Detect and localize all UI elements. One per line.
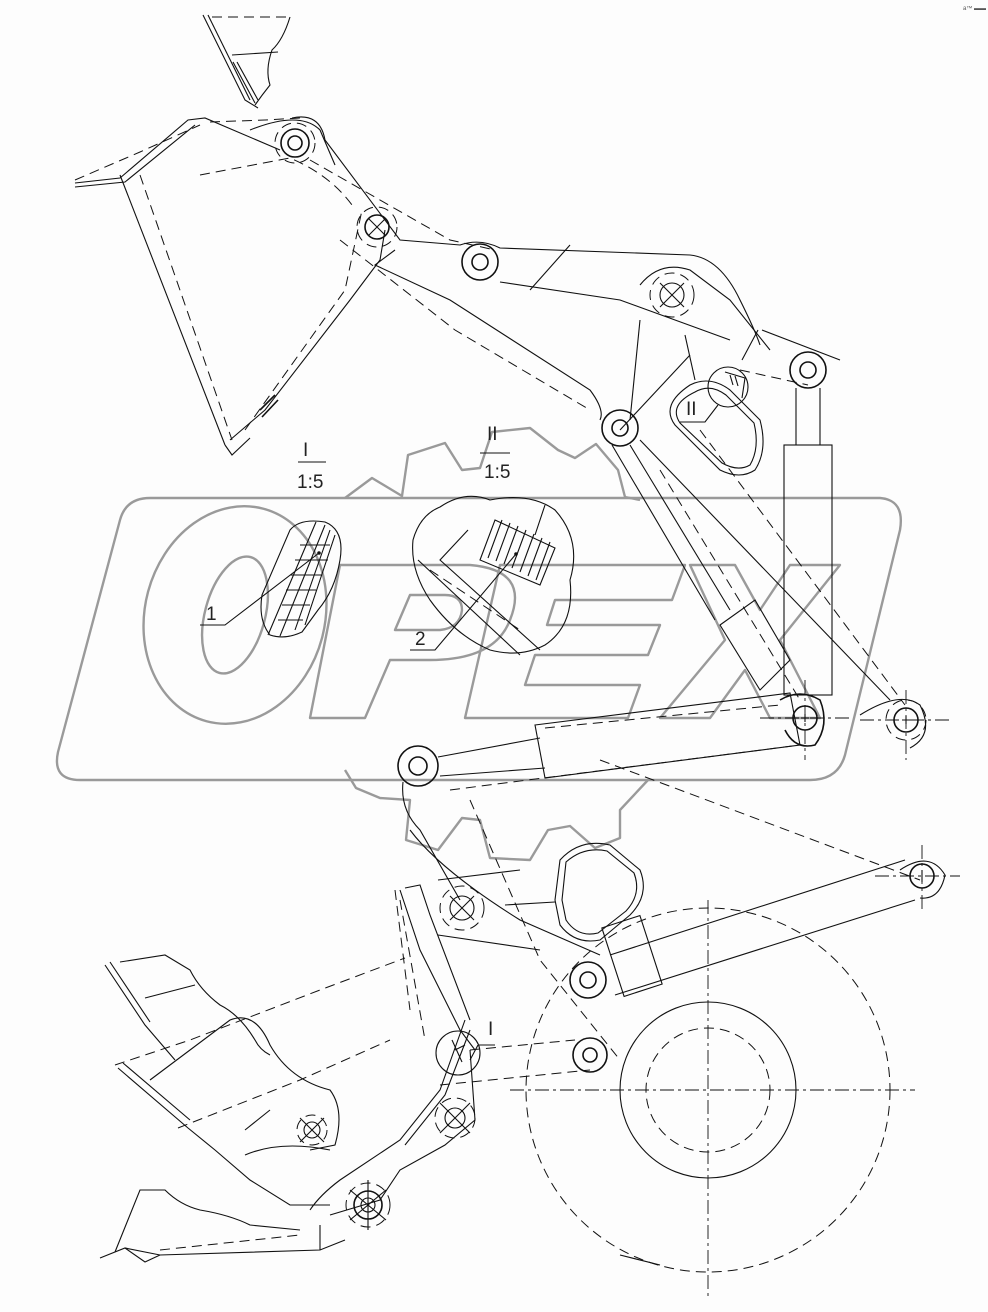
bucket-upper xyxy=(74,14,386,456)
boom-arm xyxy=(274,116,761,421)
detail-i-circle xyxy=(435,1030,481,1076)
watermark-letter-p xyxy=(308,563,516,720)
detail-view-i-title: I xyxy=(303,440,308,461)
detail-ii-circle xyxy=(707,366,749,408)
watermark-plate xyxy=(55,496,902,782)
watermark-letter-o xyxy=(142,505,328,725)
detail-ii-marker: II xyxy=(686,399,697,420)
callout-2: 2 xyxy=(415,629,426,650)
detail-view-ii: II 1:5 2 xyxy=(410,424,575,656)
detail-view-i: I 1:5 1 xyxy=(200,440,342,638)
wheel-outline xyxy=(510,900,915,1300)
pivot-pins-right xyxy=(760,680,960,910)
watermark-letter-e xyxy=(463,563,687,720)
corner-mark: a™ ▬▬ xyxy=(963,5,986,12)
detail-view-ii-scale: 1:5 xyxy=(484,462,510,483)
horizontal-cylinder xyxy=(397,692,801,901)
tilt-cylinder-diagonal xyxy=(601,409,906,706)
detail-i-marker: I xyxy=(488,1019,493,1040)
gear-watermark-outline xyxy=(343,426,649,862)
upper-linkage-plate: II xyxy=(619,266,771,476)
watermark-letter-o-inner xyxy=(200,555,270,675)
lower-linkage xyxy=(409,759,921,1086)
opex-watermark xyxy=(55,426,902,862)
detail-view-ii-title: II xyxy=(487,424,498,445)
lift-cylinder-vertical xyxy=(739,329,841,696)
detail-view-i-scale: 1:5 xyxy=(297,472,323,493)
callout-1: 1 xyxy=(206,604,217,625)
bucket-lower: I xyxy=(99,884,495,1263)
